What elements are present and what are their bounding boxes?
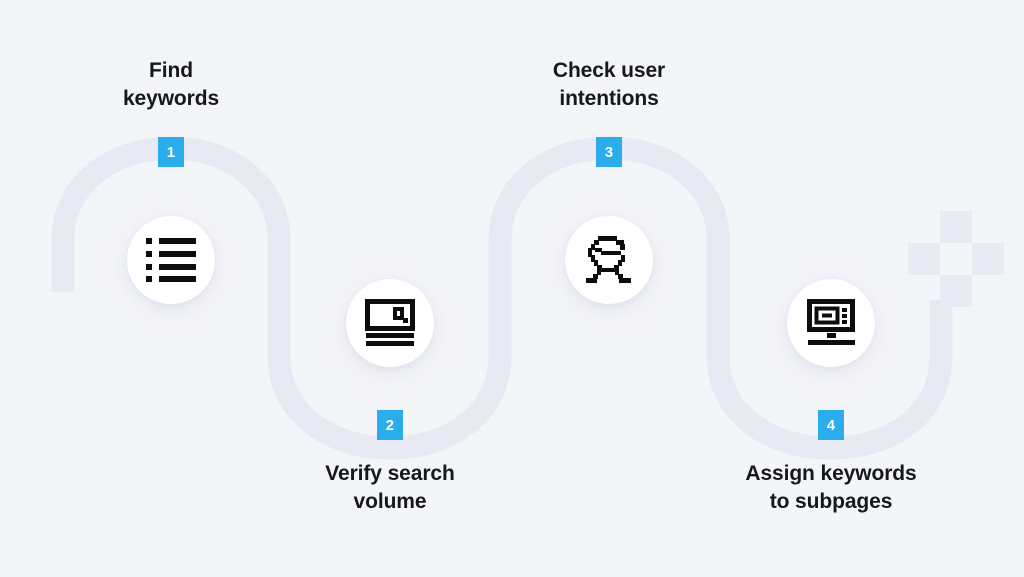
step-4-label: Assign keywords to subpages <box>745 462 917 513</box>
step-3-badge: 3 <box>596 137 622 167</box>
step-4-badge: 4 <box>818 410 844 440</box>
bulleted-list-icon <box>146 237 196 283</box>
checker-square <box>940 211 972 243</box>
step-4-icon-circle[interactable] <box>787 279 875 367</box>
monitor-search-icon <box>364 299 416 347</box>
step-1-icon-circle[interactable] <box>127 216 215 304</box>
step-2-badge: 2 <box>377 410 403 440</box>
step-2-icon-circle[interactable] <box>346 279 434 367</box>
checkerboard-squares-decoration <box>908 211 1004 307</box>
step-3-icon-circle[interactable] <box>565 216 653 304</box>
checker-square <box>940 275 972 307</box>
step-1-label: Find keywords <box>122 59 220 110</box>
step-1-badge: 1 <box>158 137 184 167</box>
user-head-icon <box>586 236 632 284</box>
step-2-label: Verify search volume <box>325 462 455 513</box>
checker-square <box>908 243 940 275</box>
desktop-monitor-icon <box>805 299 857 347</box>
checker-square <box>972 243 1004 275</box>
step-3-label: Check user intentions <box>552 59 666 110</box>
